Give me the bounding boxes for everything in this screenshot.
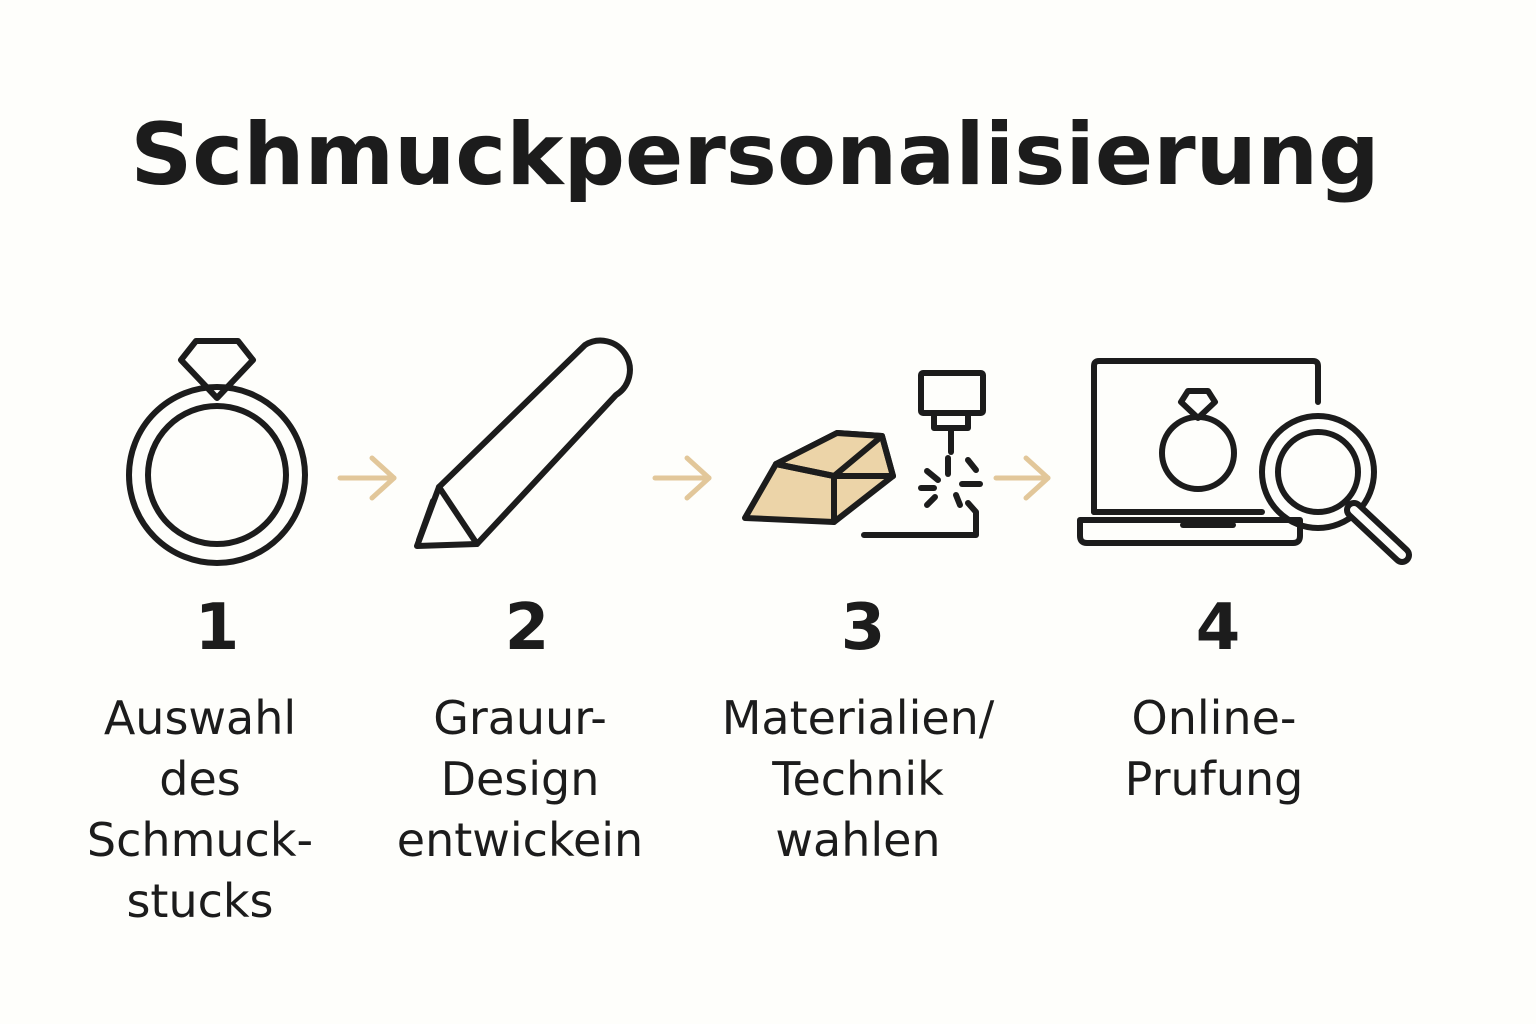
step-label-2: Grauur- Design entwickein	[396, 691, 644, 867]
page-title: Schmuckpersonalisierung	[130, 105, 1380, 205]
engraving-icon	[742, 370, 986, 538]
step-label-1: Auswahl des Schmuck- stucks	[86, 691, 314, 928]
step-label-3: Materialien/ Technik wahlen	[721, 691, 995, 867]
step-number-2: 2	[504, 591, 550, 665]
step-label-4: Online- Prufung	[1124, 691, 1304, 806]
step-number-4: 4	[1195, 591, 1241, 665]
pencil-icon	[414, 337, 633, 549]
arrow-icon	[993, 455, 1051, 501]
ring-icon	[126, 338, 308, 566]
laptop-magnifier-icon	[1077, 358, 1412, 565]
step-number-3: 3	[840, 591, 886, 665]
arrow-icon	[652, 455, 712, 501]
arrow-icon	[337, 455, 397, 501]
step-number-1: 1	[194, 591, 240, 665]
